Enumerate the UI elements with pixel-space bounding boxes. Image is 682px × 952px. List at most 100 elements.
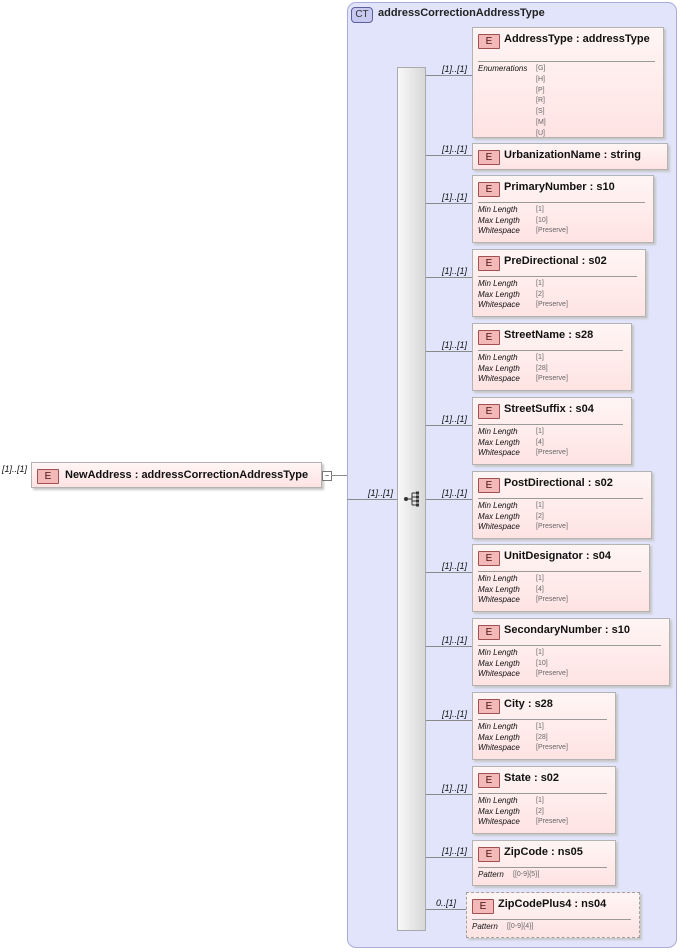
element-type-sep: : [524,698,535,710]
element-type: s10 [611,624,630,636]
element-name: AddressType [504,33,573,45]
child-connector [426,857,472,858]
facet-label: Min Length [478,279,518,288]
element-badge-icon: E [478,699,500,714]
facet-label: Max Length [478,215,520,225]
element-badge-icon: E [478,256,500,271]
element-name: PostDirectional [504,477,585,489]
child-connector [426,425,472,426]
facet-separator [472,919,631,920]
facet-separator [478,793,607,794]
facet-separator [478,645,661,646]
root-element-type: addressCorrectionAddressType [141,469,309,481]
facet-label: Whitespace [478,522,520,531]
facet-label: Whitespace [478,595,520,604]
facet-label: Min Length [478,427,518,436]
facet-separator [478,61,655,62]
facet-label: Min Length [478,353,518,362]
facet-value: [G] [536,65,546,72]
element-type: addressType [582,33,650,45]
element-name: State [504,772,531,784]
element-type-sep: : [600,149,611,161]
sequence-cardinality: [1]..[1] [368,488,394,498]
element-badge-icon: E [478,182,500,197]
element-label: State : s02 [504,772,559,784]
facet-separator [478,350,623,351]
facet-label: Min Length [478,796,518,805]
collapse-toggle-icon[interactable]: − [322,471,332,481]
root-cardinality: [1]..[1] [2,464,28,474]
sequence-icon [404,491,419,507]
facet-label: Whitespace [478,300,520,309]
child-cardinality: [1]..[1] [442,192,468,202]
element-type-sep: : [530,772,541,784]
facet-value: [10] [536,659,548,667]
element-type-sep: : [565,403,576,415]
element-name: PrimaryNumber [504,181,587,193]
facet-value: [H] [536,75,545,83]
element-type-sep: : [572,33,583,45]
child-cardinality: [1]..[1] [442,846,468,856]
child-connector [426,720,472,721]
element-label: PostDirectional : s02 [504,477,613,489]
element-type: string [610,149,641,161]
facet-separator [478,202,645,203]
facet-value: [[0-9]{4}] [507,923,534,930]
root-element-type-sep: : [134,469,142,481]
child-cardinality: 0..[1] [436,898,457,908]
child-connector [426,277,472,278]
facet-value: [1] [536,649,544,656]
facet-separator [478,719,607,720]
element-badge-icon: E [478,551,500,566]
element-type-sep: : [548,846,558,858]
element-type-sep: : [584,477,595,489]
element-type-sep: : [565,329,575,341]
element-name: StreetSuffix [504,403,566,415]
element-label: ZipCodePlus4 : ns04 [498,898,606,910]
child-cardinality: [1]..[1] [442,783,468,793]
child-connector [426,572,472,573]
element-label: UrbanizationName : string [504,149,641,161]
element-type: s02 [594,477,613,489]
facet-value: [2] [536,807,544,815]
element-type-sep: : [571,898,582,910]
element-label: AddressType : addressType [504,33,650,45]
facet-label: Whitespace [478,817,520,826]
facet-value: [1] [536,502,544,509]
child-cardinality: [1]..[1] [442,340,468,350]
element-badge-icon: E [478,330,500,345]
facet-value: [[0-9]{5}] [513,871,540,878]
facet-value: [28] [536,364,548,372]
facet-value: [Preserve] [536,449,568,456]
facet-separator [478,498,643,499]
element-badge-icon: E [478,34,500,49]
child-connector [426,155,472,156]
element-badge-icon: E [478,404,500,419]
root-element-newaddress[interactable]: E NewAddress : addressCorrectionAddressT… [31,462,322,488]
facet-value: [Preserve] [536,670,568,677]
element-label: City : s28 [504,698,553,710]
child-connector [426,75,472,76]
facet-value: [1] [536,428,544,435]
facet-value: [M] [536,119,546,126]
element-type: s28 [574,329,594,341]
facet-value: [Preserve] [536,818,568,825]
element-type-sep: : [582,550,593,562]
element-badge-icon: E [478,625,500,640]
facet-label: Min Length [478,501,518,510]
child-cardinality: [1]..[1] [442,414,468,424]
element-badge-icon: E [478,847,500,862]
